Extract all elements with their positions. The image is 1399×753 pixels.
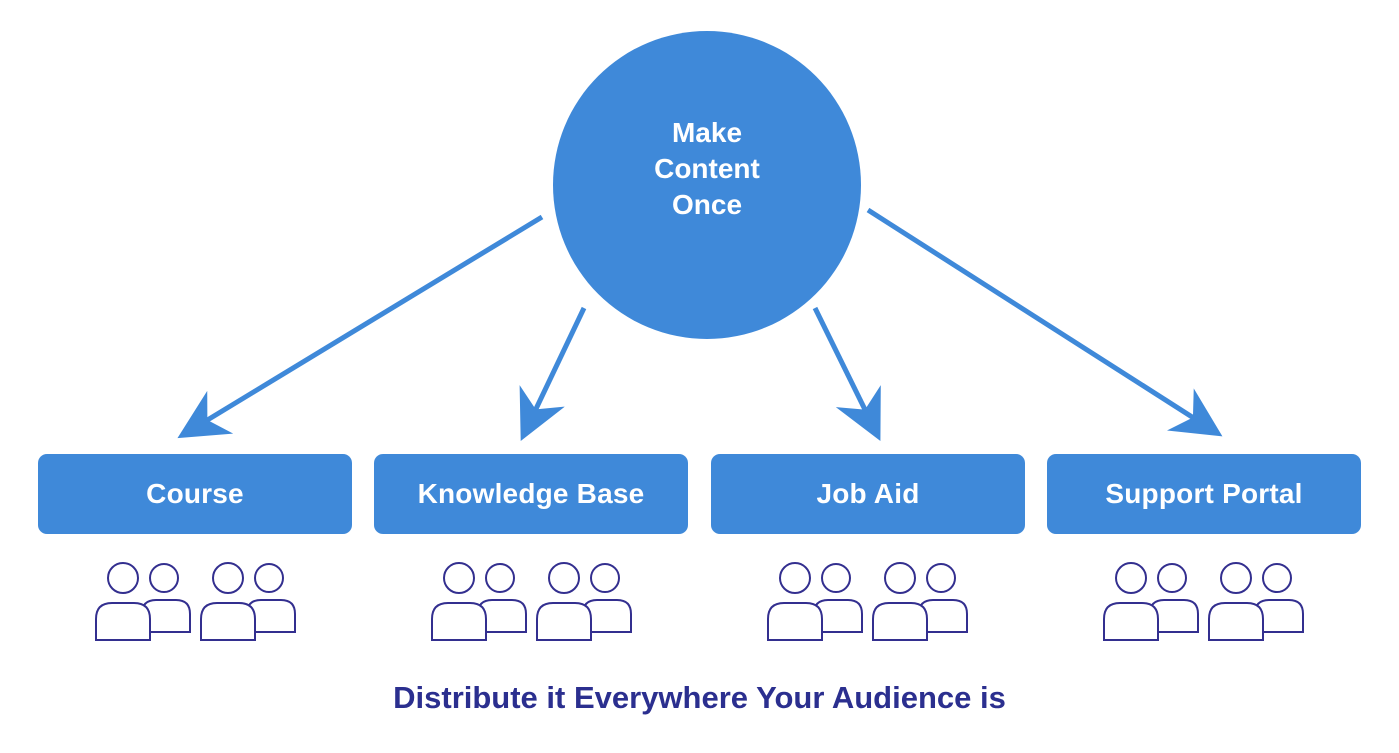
people-group-icon: [95, 562, 296, 641]
channel-job-aid: Job Aid: [711, 454, 1025, 534]
arrow-to-job-aid: [812, 306, 881, 441]
people-group-icon: [431, 562, 632, 641]
arrow-to-course: [177, 214, 544, 439]
channel-label-job-aid: Job Aid: [816, 478, 920, 509]
channel-label-course: Course: [146, 478, 244, 509]
channel-course: Course: [38, 454, 352, 534]
tagline: Distribute it Everywhere Your Audience i…: [393, 680, 1006, 715]
make-content-once-node: Make Content Once: [553, 31, 861, 339]
channel-support-portal: Support Portal: [1047, 454, 1361, 534]
channel-label-knowledge-base: Knowledge Base: [417, 478, 645, 509]
arrow-to-knowledge-base: [519, 306, 587, 442]
hub-label: Make Content Once: [654, 117, 760, 220]
arrow-to-support-portal: [866, 207, 1223, 437]
channel-knowledge-base: Knowledge Base: [374, 454, 688, 534]
people-group-icon: [1103, 562, 1304, 641]
channel-label-support-portal: Support Portal: [1105, 478, 1303, 509]
people-group-icon: [767, 562, 968, 641]
